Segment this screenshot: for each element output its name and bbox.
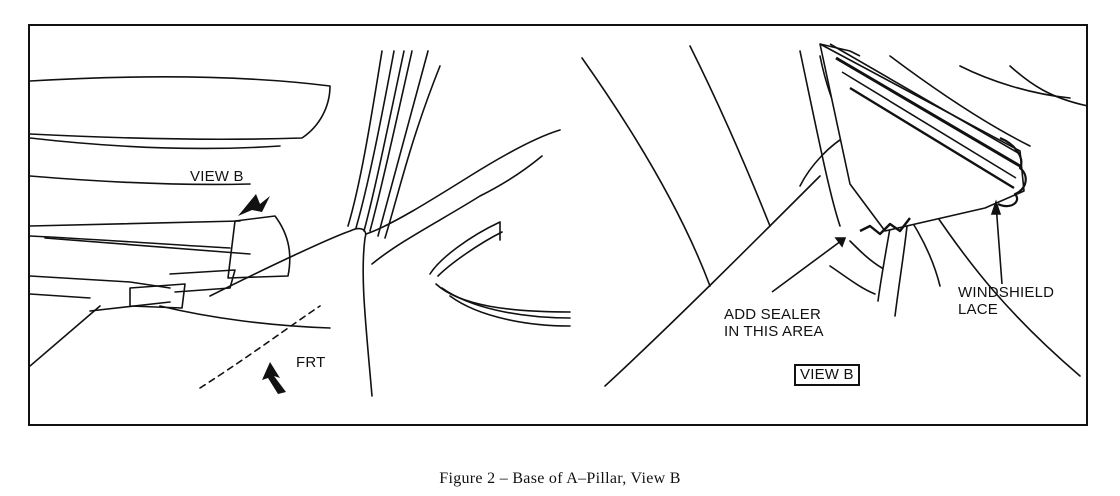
add-sealer-line2: IN THIS AREA [724,323,824,340]
figure-frame: VIEW B FRT ADD SEALER IN THIS AREA WINDS… [28,24,1088,426]
windshield-lace-label: WINDSHIELD LACE [958,284,1054,318]
windshield-lace-strip [819,43,1027,236]
figure-caption: Figure 2 – Base of A–Pillar, View B [439,470,681,487]
line-drawing [30,43,1086,397]
windshield-lace-line2: LACE [958,301,998,318]
sealer-leader [771,237,847,293]
view-b-arrow [238,194,270,216]
view-b-label: VIEW B [190,168,244,185]
left-view-drawing [30,50,571,397]
add-sealer-label: ADD SEALER IN THIS AREA [724,306,824,340]
frt-label: FRT [296,354,326,371]
add-sealer-line1: ADD SEALER [724,306,822,323]
frt-arrow [262,362,286,394]
view-b-tag: VIEW B [794,364,860,386]
lace-leader [990,199,1003,285]
windshield-lace-line1: WINDSHIELD [958,284,1055,301]
